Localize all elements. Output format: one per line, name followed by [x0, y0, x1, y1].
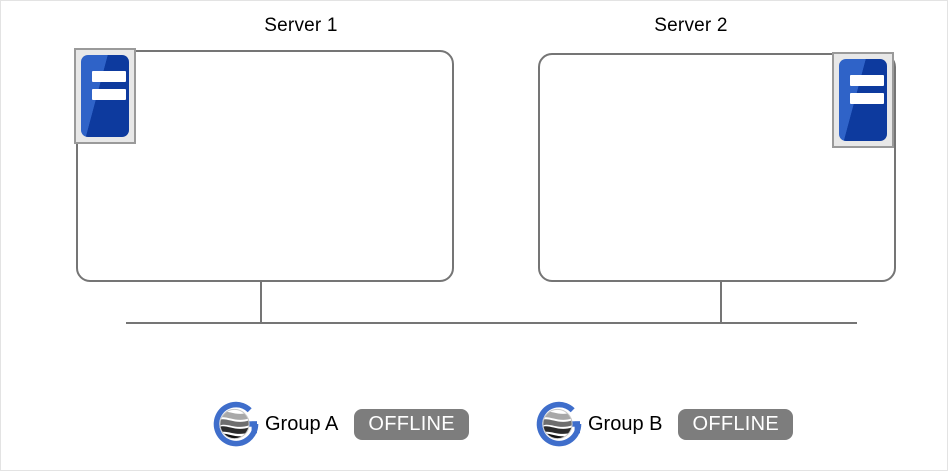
server-chassis — [839, 59, 887, 141]
group-a-status-badge[interactable]: OFFLINE — [354, 408, 469, 440]
server-slot-bar-2 — [850, 93, 884, 104]
group-b-row[interactable]: Group B OFFLINE — [532, 397, 794, 451]
server-chassis — [81, 55, 129, 137]
server-2-network-connector — [720, 282, 722, 323]
server-1-box[interactable] — [76, 50, 454, 282]
group-b-label: Group B — [588, 412, 663, 435]
cluster-globe-g-icon — [536, 401, 582, 447]
server-slot-bar-1 — [850, 75, 884, 86]
server-2-icon[interactable] — [832, 52, 894, 148]
server-slot-bar-2 — [92, 89, 126, 100]
group-a-row[interactable]: Group A OFFLINE — [209, 397, 469, 451]
group-b-status-badge[interactable]: OFFLINE — [678, 408, 794, 440]
server-1-network-connector — [260, 282, 262, 323]
cluster-globe-g-icon — [213, 401, 259, 447]
server-1-title: Server 1 — [264, 15, 338, 36]
server-2-title: Server 2 — [654, 15, 728, 36]
network-bus-line — [126, 322, 857, 324]
server-1-icon[interactable] — [74, 48, 136, 144]
server-slot-bar-1 — [92, 71, 126, 82]
group-a-label: Group A — [265, 412, 339, 435]
